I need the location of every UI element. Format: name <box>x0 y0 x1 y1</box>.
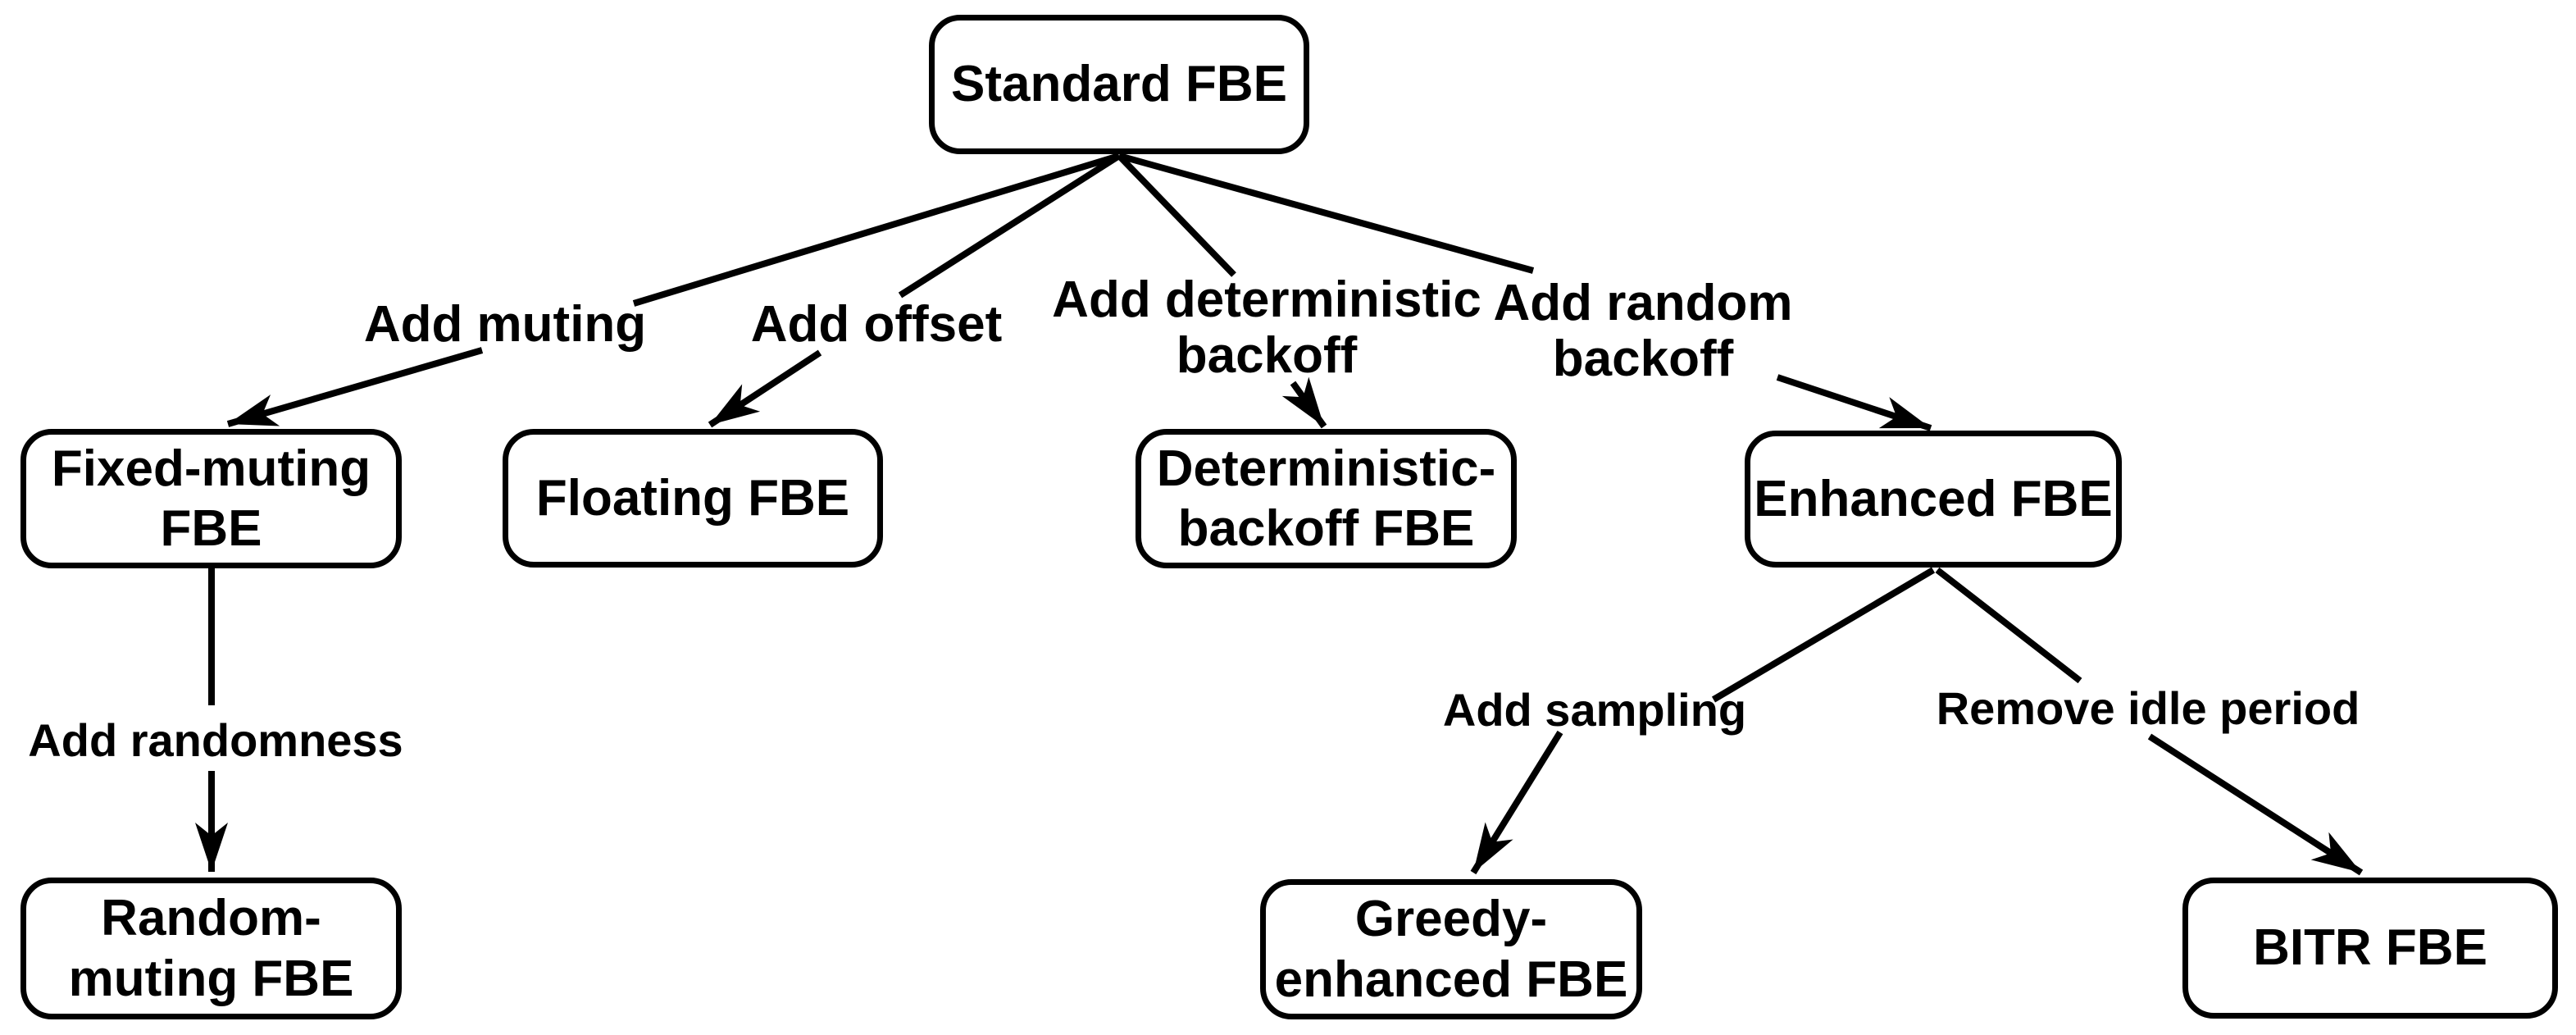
edge-line-enhanced-bitr-a <box>1935 567 2082 684</box>
edge-line-enhanced-greedy-a <box>1711 567 1936 703</box>
edge-label-add-randomness: Add randomness <box>28 714 403 767</box>
edge-line-standard-floating-b <box>708 349 822 428</box>
edge-line-standard-fixed-b <box>226 347 484 427</box>
edge-line-standard-enhanced-a <box>1117 153 1535 274</box>
node-greedy-enhanced-fbe: Greedy- enhanced FBE <box>1260 879 1642 1019</box>
edge-label-add-random-backoff: Add random backoff <box>1493 274 1793 387</box>
edge-label-add-offset: Add offset <box>750 295 1003 353</box>
edge-line-standard-floating-a <box>898 153 1122 299</box>
node-fixed-muting-fbe: Fixed-muting FBE <box>20 429 402 568</box>
node-deterministic-backoff-fbe: Deterministic- backoff FBE <box>1136 429 1517 568</box>
edge-label-remove-idle-period: Remove idle period <box>1936 682 2360 735</box>
edge-line-standard-deterministic-a <box>1117 153 1236 277</box>
edge-label-add-sampling: Add sampling <box>1442 684 1747 736</box>
edge-line-enhanced-bitr-b <box>2147 733 2364 876</box>
edge-line-standard-enhanced-b <box>1776 374 1932 431</box>
edge-line-standard-fixed-a <box>632 153 1121 307</box>
edge-label-add-muting: Add muting <box>363 295 647 353</box>
node-floating-fbe: Floating FBE <box>503 429 883 568</box>
node-enhanced-fbe: Enhanced FBE <box>1745 431 2122 568</box>
node-standard-fbe: Standard FBE <box>929 15 1309 154</box>
edge-line-enhanced-greedy-b <box>1470 730 1563 875</box>
edge-label-add-deterministic-backoff: Add deterministic backoff <box>1052 271 1481 384</box>
edge-line-standard-deterministic-b <box>1281 376 1327 429</box>
node-random-muting-fbe: Random- muting FBE <box>20 878 402 1019</box>
node-bitr-fbe: BITR FBE <box>2182 878 2558 1019</box>
